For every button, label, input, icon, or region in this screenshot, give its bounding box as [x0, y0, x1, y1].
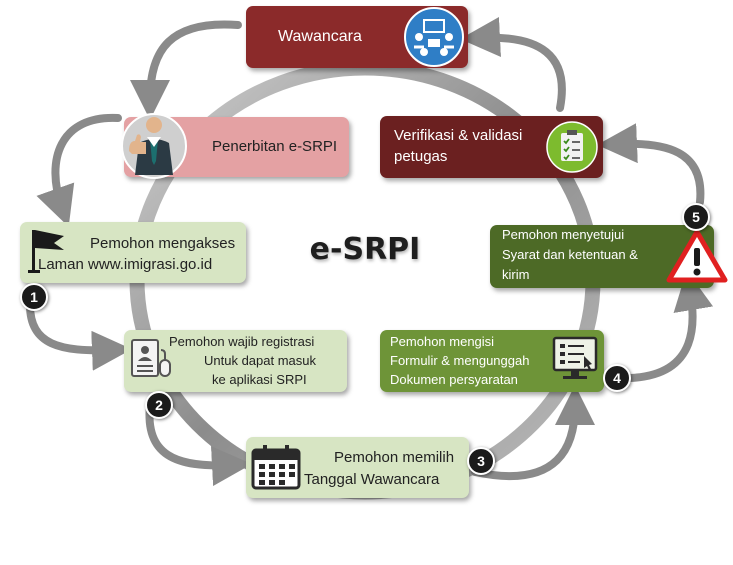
- arrow-step4-to-step5: [626, 270, 714, 382]
- step-verifikasi-line-1: Verifikasi & validasi: [394, 127, 523, 144]
- step-3-line-1: Pemohon memilih: [334, 449, 455, 466]
- flag-icon: [28, 230, 64, 273]
- step-4-line-3: Dokumen persyaratan: [390, 372, 518, 387]
- step-1-box: Pemohon mengakses Laman www.imigrasi.go.…: [20, 222, 246, 283]
- step-3-number-badge: 3: [467, 447, 495, 475]
- step-1-number-badge: 1: [20, 283, 48, 311]
- step-verifikasi-line-2: petugas: [394, 148, 448, 165]
- step-penerbitan-text: Penerbitan e-SRPI: [212, 138, 338, 155]
- arrow-step1-to-step2: [26, 301, 132, 371]
- step-4-line-1: Pemohon mengisi: [390, 334, 495, 349]
- arrow-penerbitan-to-step1: [36, 113, 122, 227]
- step-2-number-badge: 2: [145, 391, 173, 419]
- step-4-line-2: Formulir & mengunggah: [390, 353, 530, 368]
- step-5-box: Pemohon menyetujui Syarat dan ketentuan …: [490, 225, 714, 288]
- step-5-line-2: Syarat dan ketentuan &: [502, 247, 638, 262]
- businessman-thumbs-up-icon: [121, 113, 187, 179]
- step-1-line-1: Pemohon mengakses: [90, 235, 236, 252]
- arrow-step5-to-verifikasi: [597, 123, 705, 206]
- step-wawancara-text: Wawancara: [278, 28, 362, 45]
- step-3-line-2: Tanggal Wawancara: [304, 471, 440, 488]
- meeting-icon: [404, 7, 464, 67]
- step-4-box: Pemohon mengisi Formulir & mengunggah Do…: [380, 330, 604, 392]
- arrow-step3-to-step4: [471, 385, 595, 481]
- step-5-line-1: Pemohon menyetujui: [502, 227, 625, 242]
- registration-icon: [131, 339, 171, 377]
- step-5-line-3: kirim: [502, 267, 530, 282]
- diagram-title: e-SRPI: [309, 232, 421, 267]
- arrow-verifikasi-to-wawancara: [460, 17, 566, 112]
- monitor-form-icon: [552, 336, 598, 379]
- step-5-number-badge: 5: [682, 203, 710, 231]
- arrow-step2-to-step3: [145, 401, 252, 487]
- warning-icon: [666, 229, 728, 283]
- step-wawancara-box: Wawancara: [246, 6, 468, 68]
- step-verifikasi-box: Verifikasi & validasi petugas: [380, 116, 603, 178]
- calendar-icon: [251, 445, 301, 490]
- step-4-number-badge: 4: [603, 364, 631, 392]
- checklist-icon: [546, 121, 598, 173]
- step-1-line-2: Laman www.imigrasi.go.id: [38, 256, 213, 273]
- step-2-line-2: Untuk dapat masuk: [204, 353, 317, 368]
- step-2-box: Pemohon wajib registrasi Untuk dapat mas…: [124, 330, 347, 392]
- step-3-box: Pemohon memilih Tanggal Wawancara: [246, 437, 469, 498]
- arrow-wawancara-to-penerbitan: [130, 20, 242, 120]
- step-2-line-3: ke aplikasi SRPI: [212, 372, 307, 387]
- step-2-line-1: Pemohon wajib registrasi: [169, 334, 315, 349]
